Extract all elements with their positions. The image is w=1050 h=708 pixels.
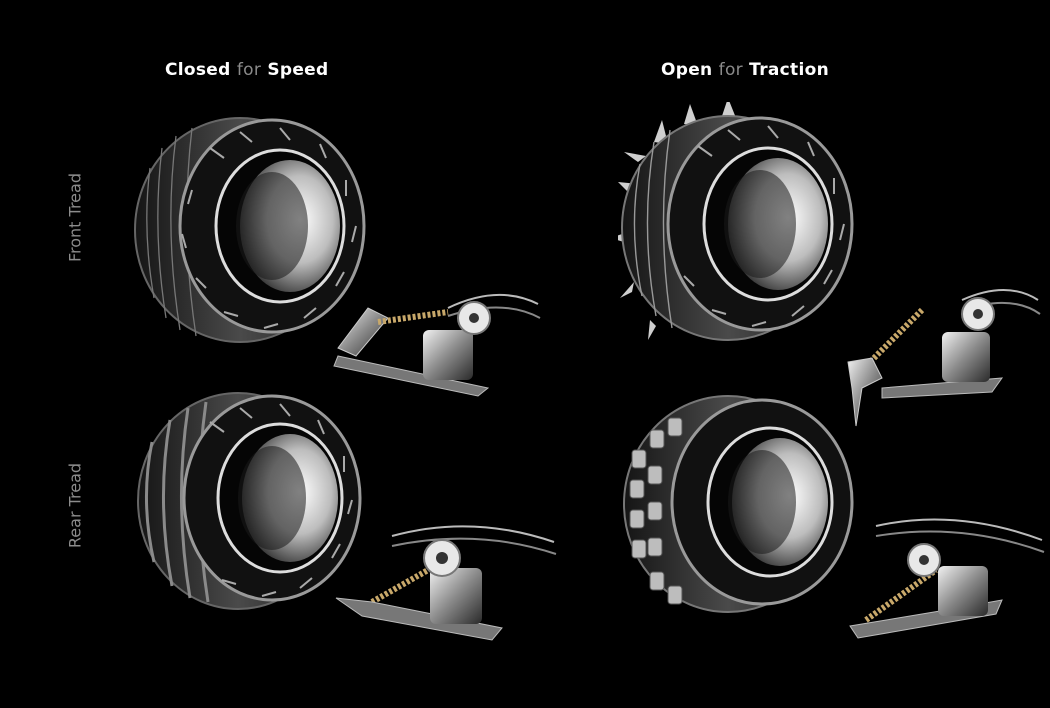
heading-open-for-traction: Open for Traction <box>661 60 829 80</box>
suspension-mechanism-icon <box>842 270 1042 430</box>
open-rear-tire-icon <box>620 390 860 618</box>
row-label-front-tread: Front Tread <box>65 173 85 263</box>
closed-rear-tire-icon <box>130 386 370 616</box>
closed-front-tire-icon <box>130 108 370 348</box>
suspension-mechanism-icon <box>846 500 1046 645</box>
suspension-mechanism-icon <box>332 506 557 646</box>
heading-closed-for-speed: Closed for Speed <box>165 60 329 80</box>
row-label-rear-tread: Rear Tread <box>65 462 85 549</box>
suspension-mechanism-icon <box>328 278 543 403</box>
open-front-tire-icon <box>618 102 858 348</box>
